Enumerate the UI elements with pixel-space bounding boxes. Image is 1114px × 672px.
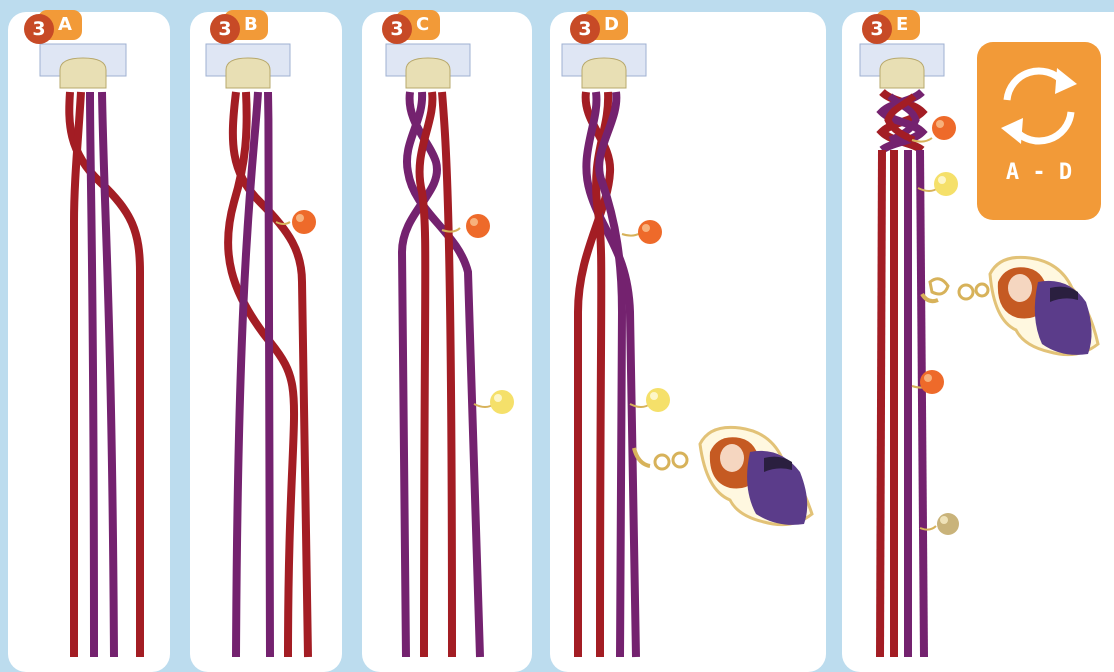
step-letter: C [416, 10, 429, 40]
step-number: 3 [382, 14, 412, 44]
repeat-label: A - D [977, 160, 1101, 185]
step-panel-a [8, 12, 170, 672]
step-number: 3 [210, 14, 240, 44]
step-letter: D [604, 10, 619, 40]
cord-diagram-a [8, 12, 170, 672]
character-charm-icon [990, 257, 1098, 355]
cord-diagram-b [190, 12, 342, 672]
step-panel-c [362, 12, 532, 672]
repeat-card: A - D [977, 42, 1101, 220]
step-number: 3 [570, 14, 600, 44]
step-letter: A [58, 10, 72, 40]
cord-diagram-c [362, 12, 532, 672]
step-number: 3 [24, 14, 54, 44]
step-letter: E [896, 10, 908, 40]
cord-diagram-d [550, 12, 826, 672]
step-number: 3 [862, 14, 892, 44]
repeat-cycle-icon [977, 50, 1101, 160]
character-charm-icon [700, 427, 812, 525]
step-panel-d [550, 12, 826, 672]
step-letter: B [244, 10, 258, 40]
step-panel-b [190, 12, 342, 672]
